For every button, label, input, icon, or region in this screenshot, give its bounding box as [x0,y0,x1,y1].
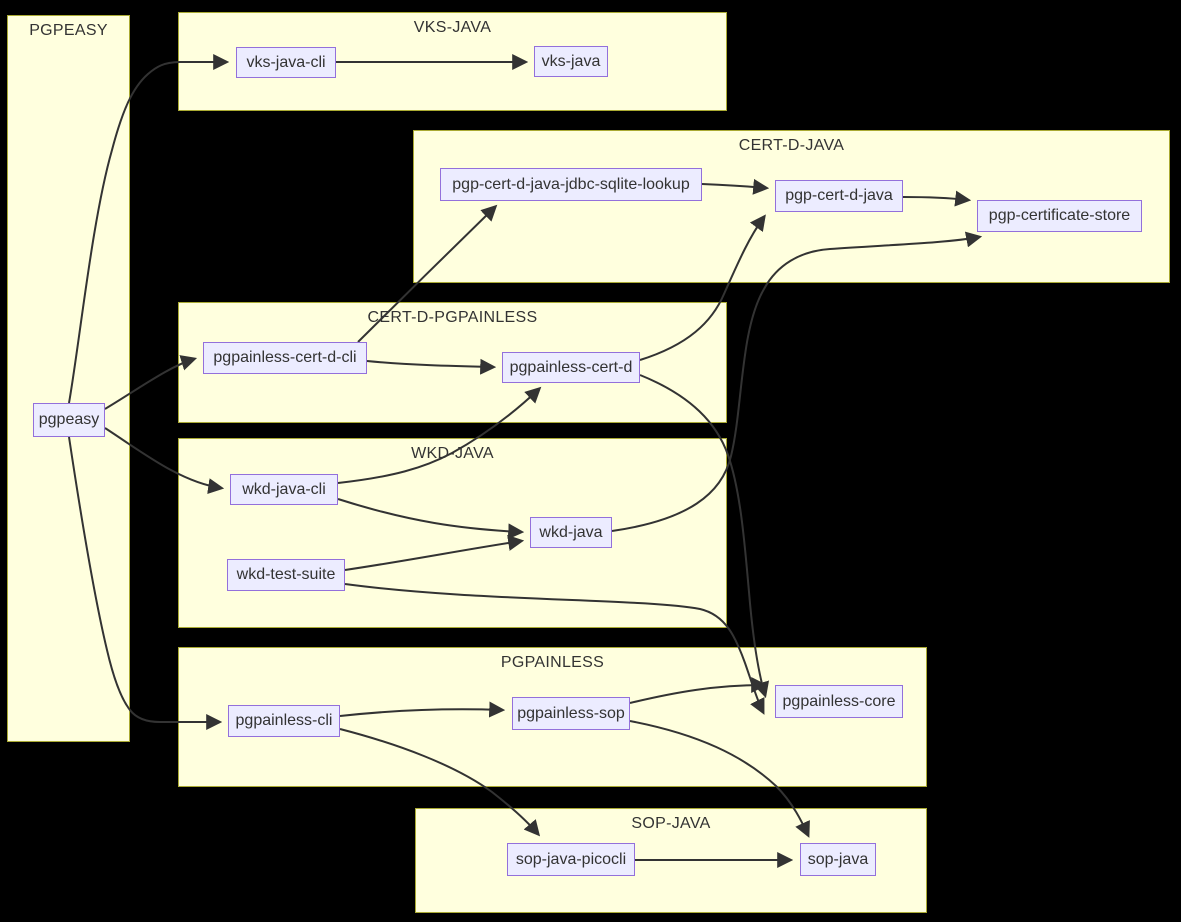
node-wkd-java-cli: wkd-java-cli [230,474,338,505]
group-wkd-java: WKD-JAVA [178,438,727,628]
group-label-cert-d-java: CERT-D-JAVA [738,137,845,154]
node-pgpainless-sop: pgpainless-sop [512,697,630,730]
group-label-cert-d-pgpainless: CERT-D-PGPAINLESS [367,309,538,326]
node-sop-java: sop-java [800,843,876,876]
group-label-pgpeasy: PGPEASY [29,22,108,39]
node-pgp-cert-d-java-jdbc-sqlite-lookup: pgp-cert-d-java-jdbc-sqlite-lookup [440,168,702,201]
node-pgpainless-cert-d-cli: pgpainless-cert-d-cli [203,342,367,374]
group-label-sop-java: SOP-JAVA [631,815,711,832]
node-pgp-cert-d-java: pgp-cert-d-java [775,180,903,212]
node-wkd-java: wkd-java [530,517,612,548]
node-pgpainless-cli: pgpainless-cli [228,705,340,737]
node-sop-java-picocli: sop-java-picocli [507,843,635,876]
node-wkd-test-suite: wkd-test-suite [227,559,345,591]
node-pgpainless-core: pgpainless-core [775,685,903,718]
node-vks-java: vks-java [534,46,608,77]
group-label-wkd-java: WKD-JAVA [411,445,494,462]
group-label-pgpainless: PGPAINLESS [500,654,605,671]
node-pgp-certificate-store: pgp-certificate-store [977,200,1142,232]
node-vks-java-cli: vks-java-cli [236,47,336,78]
group-pgpeasy: PGPEASY [7,15,130,742]
node-pgpainless-cert-d: pgpainless-cert-d [502,352,640,383]
node-pgpeasy: pgpeasy [33,403,105,437]
group-label-vks-java: VKS-JAVA [413,19,492,36]
